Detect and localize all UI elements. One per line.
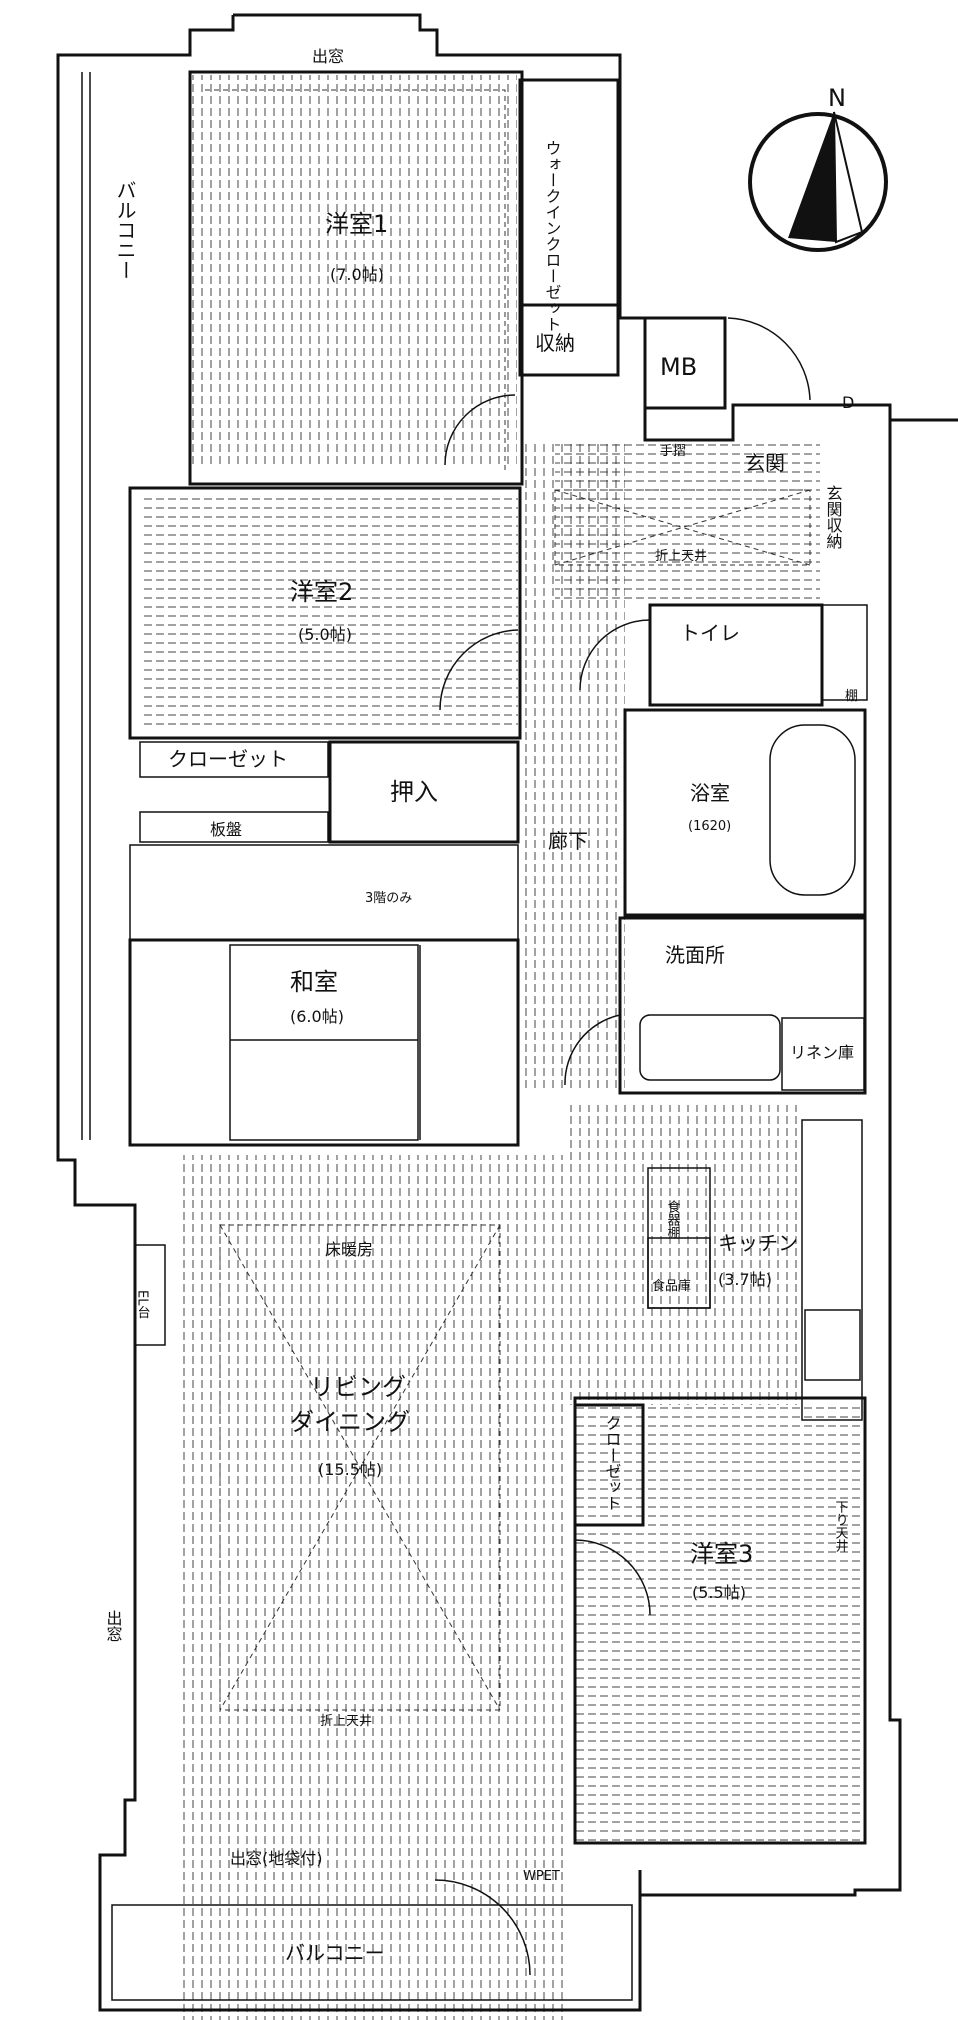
label-orijou-ld: 折上天井 <box>320 1714 372 1729</box>
floor-ld <box>180 1155 570 2020</box>
wall-closet2 <box>139 741 329 778</box>
balcony-bottom-rail <box>111 1904 633 2001</box>
compass-circle <box>748 112 888 252</box>
door-balcony <box>434 1879 531 1976</box>
hall-ceiling-x <box>554 489 811 566</box>
label-sagari-tenjo: 下り天井 <box>833 1500 849 1553</box>
label-closet2: クローゼット <box>168 747 288 771</box>
label-genkan-shuno: 玄関収納 <box>824 485 843 550</box>
door-senmen <box>564 1014 621 1086</box>
wall-yokushitsu <box>623 708 867 917</box>
wall-shokuhinko <box>647 1237 711 1309</box>
kitchen-counter <box>801 1119 863 1421</box>
label-tesuri: 手摺 <box>660 444 686 459</box>
label-yokushitsu: 浴室 <box>690 781 730 805</box>
label-living-1: リビング <box>310 1373 406 1401</box>
wall-shuno <box>518 303 620 377</box>
door-genkan <box>727 317 811 401</box>
wall-closet3 <box>573 1403 645 1527</box>
label-genkan: 玄関 <box>745 451 785 475</box>
label-el: EL台 <box>135 1290 150 1319</box>
label-living-2: ダイニング <box>290 1408 410 1436</box>
label-balcony-left: バルコニー <box>113 180 137 280</box>
label-tana: 棚 <box>845 689 858 704</box>
label-youshitsu1-size: (7.0帖) <box>330 265 384 284</box>
label-closet3: クローゼット <box>603 1415 622 1511</box>
label-shuno: 収納 <box>535 331 575 355</box>
label-oshiire: 押入 <box>390 778 438 806</box>
door-toilet <box>579 619 651 691</box>
label-orijou-hall: 折上天井 <box>655 549 707 564</box>
label-shokuhinko: 食品庫 <box>652 1278 691 1294</box>
label-wpet: WPET <box>523 1869 560 1884</box>
floor-youshitsu2 <box>140 495 518 725</box>
label-balcony-bottom: バルコニー <box>285 1941 385 1965</box>
label-demado-bottom: 出窓(地袋付) <box>230 1849 323 1868</box>
compass-needle-white <box>833 111 864 244</box>
label-sankai: 3階のみ <box>365 891 412 906</box>
north-compass: N <box>748 84 888 252</box>
sink <box>639 1014 781 1081</box>
youshitsu1-ceiling <box>205 89 506 470</box>
label-washitsu-size: (6.0帖) <box>290 1007 344 1026</box>
door-youshitsu3 <box>574 1539 651 1616</box>
label-demado-left: 出窓 <box>104 1610 123 1642</box>
wall-tana <box>821 604 868 701</box>
compass-north-label: N <box>828 84 846 112</box>
label-youshitsu3-size: (5.5帖) <box>692 1583 746 1602</box>
label-d: D <box>842 393 854 412</box>
wall-toilet <box>648 603 824 707</box>
outer-wall <box>56 13 958 2012</box>
wall-sankai <box>129 844 519 941</box>
compass-needle <box>788 112 836 242</box>
wall-youshitsu3 <box>573 1396 867 1845</box>
label-yukadanbou: 床暖房 <box>325 1240 373 1259</box>
label-kitchen-size: (3.7帖) <box>718 1270 772 1289</box>
wall-washitsu <box>128 938 520 1147</box>
ld-ceiling-x <box>219 1224 501 1711</box>
label-mb: MB <box>660 353 697 381</box>
label-kitchen: キッチン <box>718 1231 798 1255</box>
label-linen: リネン庫 <box>790 1043 854 1062</box>
kitchen-stove <box>804 1309 861 1381</box>
wall-youshitsu1 <box>188 70 524 486</box>
wall-youshitsu2 <box>128 486 522 740</box>
wall-itaban <box>139 811 329 843</box>
floor-youshitsu1 <box>192 75 517 465</box>
floor-youshitsu3 <box>575 1400 860 1845</box>
label-shokkidana: 食器棚 <box>665 1199 681 1239</box>
label-yokushitsu-size: (1620) <box>688 819 731 834</box>
door-youshitsu2 <box>439 629 519 711</box>
wall-mb <box>643 316 727 410</box>
wall-linen <box>781 1017 865 1091</box>
floor-kitchen <box>570 1105 800 1405</box>
wall-walkin <box>518 78 620 307</box>
tatami-inner <box>229 944 419 1141</box>
label-youshitsu2-size: (5.0帖) <box>298 625 352 644</box>
label-senmenjo: 洗面所 <box>665 943 725 967</box>
label-itaban: 板盤 <box>210 820 242 839</box>
label-youshitsu2: 洋室2 <box>290 578 353 606</box>
label-youshitsu3: 洋室3 <box>690 1540 753 1568</box>
wall-el <box>134 1244 166 1346</box>
label-rouka: 廊下 <box>548 829 588 853</box>
label-living-size: (15.5帖) <box>318 1460 382 1479</box>
door-youshitsu1 <box>444 394 516 466</box>
label-toilet: トイレ <box>680 621 740 645</box>
floor-genkan <box>555 440 820 600</box>
wall-senmenjo <box>618 916 867 1095</box>
label-youshitsu1: 洋室1 <box>325 210 388 238</box>
wall-oshiire <box>328 740 520 844</box>
label-walkin-closet: ウォークインクローゼット <box>543 140 562 332</box>
label-washitsu: 和室 <box>290 968 338 996</box>
label-demado-top: 出窓 <box>312 47 344 66</box>
bathtub <box>769 724 856 896</box>
